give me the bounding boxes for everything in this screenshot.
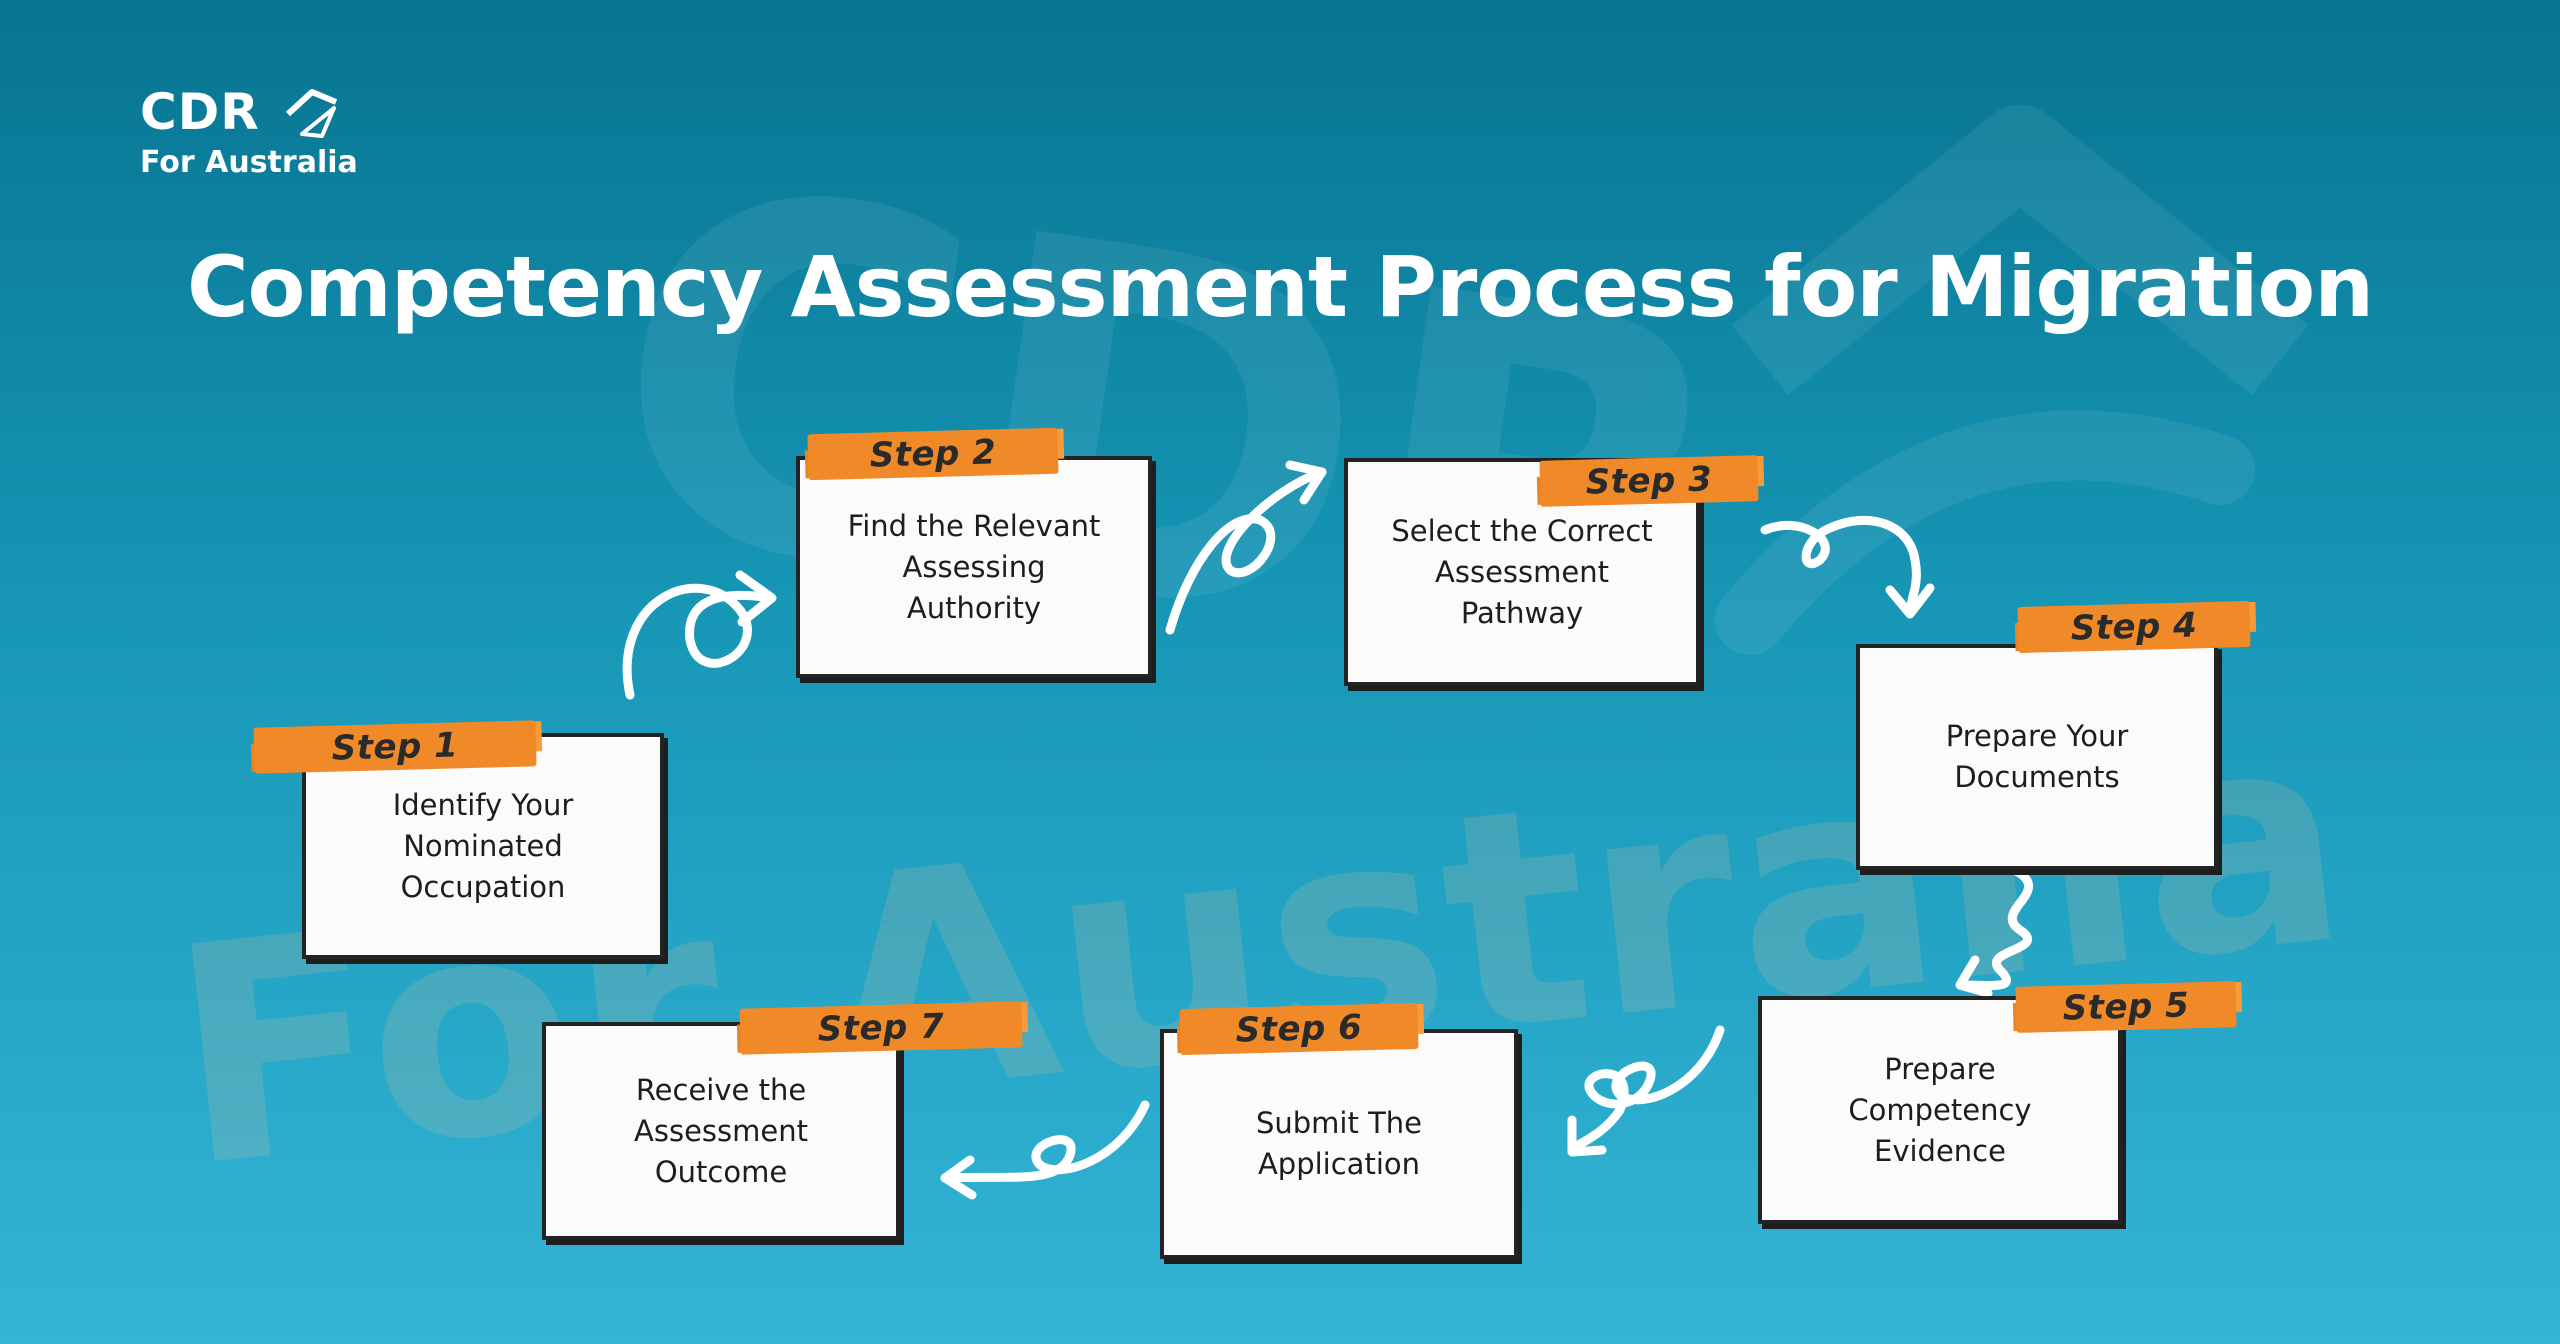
step-7-label: Step 7	[817, 1006, 945, 1050]
step-4-text: Prepare Your Documents	[1945, 719, 2129, 794]
step-card-7[interactable]: Receive the Assessment Outcome	[542, 1022, 900, 1240]
step-card-4[interactable]: Prepare Your Documents	[1856, 644, 2218, 870]
logo-sub-text: For Australia	[140, 145, 358, 180]
step-4-label: Step 4	[2070, 605, 2198, 649]
page-title: Competency Assessment Process for Migrat…	[186, 238, 2374, 336]
logo-cdr-text: CDR	[140, 83, 260, 141]
step-card-6[interactable]: Submit The Application	[1160, 1029, 1518, 1259]
step-5-label: Step 5	[2062, 985, 2190, 1029]
step-3-tag: Step 3	[1539, 455, 1759, 507]
step-6-label: Step 6	[1235, 1007, 1363, 1051]
watermark-swoosh-icon	[1715, 410, 2255, 655]
step-3-text: Select the Correct Assessment Pathway	[1391, 513, 1653, 630]
step-card-2[interactable]: Find the Relevant Assessing Authority	[796, 456, 1152, 678]
step-1-label: Step 1	[331, 725, 459, 769]
step-2-text: Find the Relevant Assessing Authority	[847, 508, 1101, 625]
step-card-5[interactable]: Prepare Competency Evidence	[1758, 996, 2122, 1224]
paper-plane-icon	[285, 89, 338, 138]
step-3-label: Step 3	[1585, 459, 1713, 503]
step-6-tag: Step 6	[1179, 1002, 1419, 1056]
watermark-roof-icon	[1731, 105, 2309, 396]
step-card-3[interactable]: Select the Correct Assessment Pathway	[1344, 458, 1700, 686]
step-4-tag: Step 4	[2017, 600, 2251, 654]
step-5-text: Prepare Competency Evidence	[1848, 1051, 2032, 1168]
step-7-text: Receive the Assessment Outcome	[634, 1072, 808, 1189]
step-2-tag: Step 2	[807, 427, 1059, 481]
brand-logo[interactable]: CDR For Australia	[140, 84, 360, 184]
step-1-tag: Step 1	[253, 720, 537, 774]
step-6-text: Submit The Application	[1255, 1106, 1423, 1181]
step-5-tag: Step 5	[2015, 981, 2237, 1033]
step-2-label: Step 2	[869, 432, 997, 476]
step-7-tag: Step 7	[739, 1001, 1023, 1055]
step-1-text: Identify Your Nominated Occupation	[392, 787, 574, 904]
